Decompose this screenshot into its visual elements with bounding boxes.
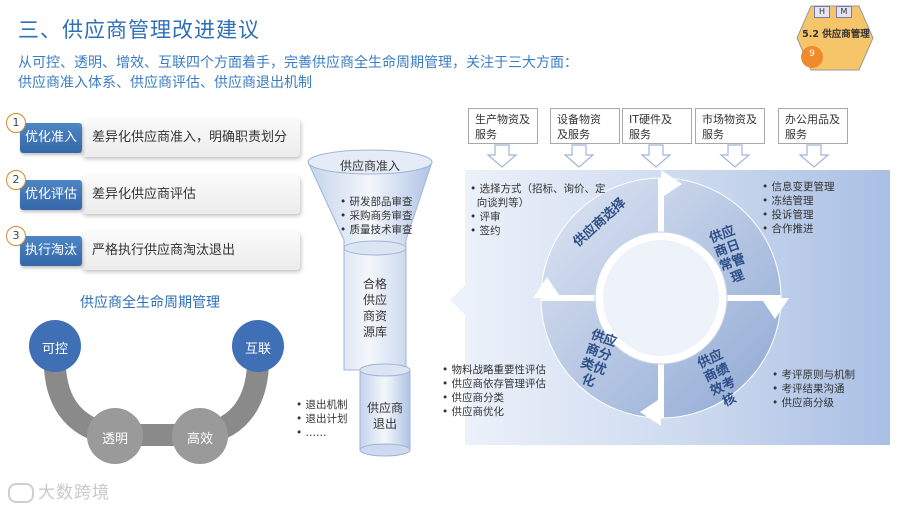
category-it-hardware: IT硬件及服务: [622, 108, 692, 144]
daily-bullets: • 信息变更管理 • 冻结管理 • 投诉管理 • 合作推进: [762, 181, 835, 235]
subtitle-line-2: 供应商准入体系、供应商评估、供应商退出机制: [18, 75, 312, 91]
category-production: 生产物资及服务: [468, 108, 538, 144]
category-equipment: 设备物资及服务: [550, 108, 620, 144]
node-efficient: 高效: [186, 432, 213, 447]
watermark-logo-icon: [8, 483, 34, 503]
node-transparent: 透明: [101, 432, 128, 447]
page-title: 三、供应商管理改进建议: [18, 18, 260, 42]
optimize-access-button[interactable]: 优化准入: [20, 123, 82, 153]
option-card-2: 差异化供应商评估 优化评估 2: [6, 170, 306, 220]
qualified-pool-label: 合格供应 商资源库: [362, 277, 387, 339]
execute-elimination-button[interactable]: 执行淘汰: [20, 236, 82, 266]
funnel-access-label: 供应商准入: [339, 159, 400, 173]
section-nav-hexagon[interactable]: H M 5.2 供应商管理 9: [795, 2, 875, 74]
step-badge: 3: [6, 226, 26, 246]
option-desc: 差异化供应商准入，明确职责划分: [82, 119, 300, 157]
tag-h: H: [814, 6, 830, 18]
category-office: 办公用品及服务: [778, 108, 848, 144]
section-number: 9: [809, 49, 815, 59]
node-controllable: 可控: [41, 342, 68, 357]
process-diagram: [307, 149, 890, 457]
option-desc: 差异化供应商评估: [82, 176, 300, 214]
funnel-access-bullets: • 研发部品审查 • 采购商务审查 • 质量技术审查: [340, 196, 413, 236]
watermark: 大数跨境: [8, 478, 110, 503]
optimize-evaluation-button[interactable]: 优化评估: [20, 180, 82, 210]
option-card-3: 严格执行供应商淘汰退出 执行淘汰 3: [6, 226, 306, 276]
down-arrow-icons: [486, 144, 830, 168]
hexagon-icon: [796, 5, 874, 71]
subtitle-line-1: 从可控、透明、增效、互联四个方面着手，完善供应商全生命周期管理，关注于三大方面：: [18, 55, 578, 71]
option-desc: 严格执行供应商淘汰退出: [82, 232, 300, 270]
node-interconnect: 互联: [244, 342, 271, 357]
performance-bullets: • 考评原则与机制 • 考评结果沟通 • 供应商分级: [772, 369, 856, 409]
lifecycle-arc: [29, 320, 284, 464]
selection-bullets: • 选择方式（招标、询价、定 向谈判等） • 评审 • 签约: [470, 183, 606, 237]
lifecycle-title: 供应商全生命周期管理: [80, 295, 220, 311]
classification-bullets: • 物料战略重要性评估 • 供应商依存管理评估 • 供应商分类 • 供应商优化: [442, 364, 547, 418]
category-marketing: 市场物资及服务: [695, 108, 765, 144]
supplier-exit-label: 供应商退出: [366, 401, 403, 431]
tag-m: M: [836, 6, 852, 18]
step-badge: 2: [6, 170, 26, 190]
step-badge: 1: [6, 113, 26, 133]
exit-bullets: • 退出机制 • 退出计划 • ……: [296, 399, 348, 439]
option-card-1: 差异化供应商准入，明确职责划分 优化准入 1: [6, 113, 306, 163]
section-label: 5.2 供应商管理: [802, 29, 870, 40]
